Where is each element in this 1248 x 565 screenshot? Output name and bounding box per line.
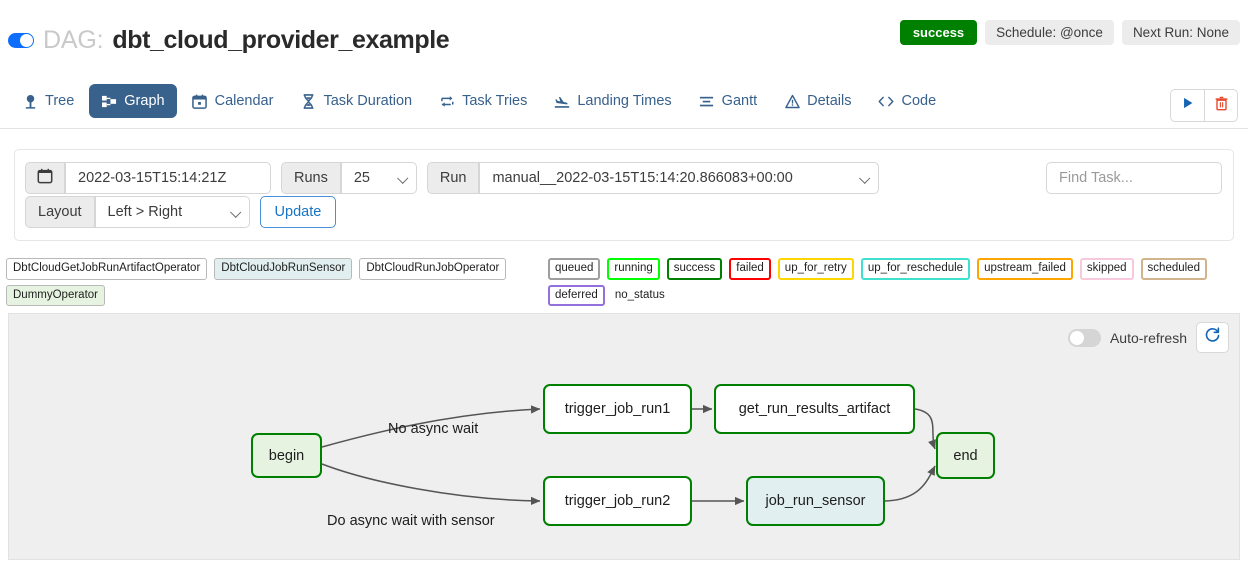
tab-label: Code — [901, 93, 937, 109]
refresh-button[interactable] — [1196, 322, 1229, 353]
edge-label-no-async-wait: No async wait — [388, 421, 479, 437]
layout-select[interactable]: Left > Right — [94, 196, 250, 228]
graph-edges — [321, 404, 936, 506]
tab-label: Tree — [45, 93, 75, 109]
state-chip-queued[interactable]: queued — [548, 258, 601, 280]
base-date-input[interactable]: 2022-03-15T15:14:21Z — [65, 162, 271, 194]
graph-toolbar: Auto-refresh — [1067, 322, 1229, 353]
tab-label: Landing Times — [577, 93, 672, 109]
operator-chip[interactable]: DummyOperator — [6, 284, 105, 306]
play-icon — [1181, 96, 1195, 115]
tab-task-tries[interactable]: Task Tries — [427, 84, 539, 118]
task-node-trigger-job-run1[interactable]: trigger_job_run1 — [543, 384, 692, 434]
trigger-dag-button[interactable] — [1170, 89, 1204, 122]
calendar-icon — [37, 168, 53, 188]
code-brackets-icon — [878, 93, 894, 109]
filter-row-layout: Layout Left > Right Update — [25, 196, 337, 228]
task-node-get-run-results-artifact[interactable]: get_run_results_artifact — [714, 384, 915, 434]
tab-gantt[interactable]: Gantt — [687, 84, 769, 118]
dag-action-buttons — [1170, 89, 1238, 122]
runs-count-select[interactable]: 25 — [340, 162, 417, 194]
state-chip-success[interactable]: success — [666, 258, 723, 280]
dag-prefix-label: DAG: — [43, 26, 104, 54]
task-node-end[interactable]: end — [936, 432, 995, 479]
operator-chip[interactable]: DbtCloudJobRunSensor — [214, 258, 353, 280]
task-node-label: job_run_sensor — [765, 493, 866, 509]
auto-refresh-label: Auto-refresh — [1109, 329, 1187, 346]
calendar-picker-button[interactable] — [25, 162, 65, 194]
header-badges: success Schedule: @once Next Run: None — [899, 20, 1240, 45]
tab-landing-times[interactable]: Landing Times — [542, 84, 683, 118]
plane-landing-icon — [554, 93, 570, 109]
task-node-job-run-sensor[interactable]: job_run_sensor — [746, 476, 885, 526]
layout-label: Layout — [25, 196, 95, 228]
tab-label: Gantt — [721, 93, 758, 109]
status-badge: success — [899, 20, 978, 45]
legend-zone: DbtCloudGetJobRunArtifactOperator DbtClo… — [0, 258, 1248, 308]
hourglass-icon — [300, 93, 316, 109]
state-chip-up-for-retry[interactable]: up_for_retry — [777, 258, 854, 280]
dag-header: DAG: dbt_cloud_provider_example success … — [0, 0, 1248, 68]
operator-chip[interactable]: DbtCloudGetJobRunArtifactOperator — [6, 258, 208, 280]
view-tabs-bar: Tree Graph Calendar Task Duration — [0, 84, 1248, 129]
tab-task-duration[interactable]: Task Duration — [288, 84, 424, 118]
schedule-badge: Schedule: @once — [985, 20, 1114, 45]
tab-label: Calendar — [214, 93, 274, 109]
tab-calendar[interactable]: Calendar — [180, 84, 286, 118]
refresh-icon — [1204, 326, 1221, 349]
retry-icon — [439, 93, 455, 109]
edge-label-do-async-wait: Do async wait with sensor — [327, 513, 495, 529]
dag-title-area: DAG: dbt_cloud_provider_example — [8, 26, 450, 55]
auto-refresh-toggle[interactable] — [1067, 328, 1101, 347]
view-tabs: Tree Graph Calendar Task Duration — [10, 84, 948, 118]
task-node-label: trigger_job_run2 — [564, 493, 671, 509]
state-chip-upstream-failed[interactable]: upstream_failed — [977, 258, 1073, 280]
task-node-label: trigger_job_run1 — [564, 401, 671, 417]
update-button[interactable]: Update — [259, 196, 337, 228]
tab-code[interactable]: Code — [866, 84, 948, 118]
task-node-label: begin — [268, 447, 305, 464]
tree-icon — [22, 93, 38, 109]
graph-canvas[interactable]: Auto-refresh — [8, 313, 1240, 560]
state-chip-no-status: no_status — [614, 288, 665, 301]
run-filter-panel: 2022-03-15T15:14:21Z Runs 25 Run manual_… — [14, 149, 1234, 241]
tab-details[interactable]: Details — [772, 84, 863, 118]
state-chip-deferred[interactable]: deferred — [548, 284, 605, 306]
tab-label: Task Duration — [323, 93, 413, 109]
tab-label: Task Tries — [462, 93, 528, 109]
operator-chip[interactable]: DbtCloudRunJobOperator — [359, 258, 507, 280]
filter-row-primary: 2022-03-15T15:14:21Z Runs 25 Run manual_… — [25, 162, 880, 194]
task-node-label: get_run_results_artifact — [738, 401, 891, 417]
trash-icon — [1214, 96, 1229, 116]
run-select[interactable]: manual__2022-03-15T15:14:20.866083+00:00 — [479, 162, 880, 194]
calendar-icon — [192, 93, 208, 109]
page-title: dbt_cloud_provider_example — [112, 26, 450, 54]
gantt-icon — [699, 93, 715, 109]
alert-triangle-icon — [784, 93, 800, 109]
tab-graph[interactable]: Graph — [89, 84, 177, 118]
task-node-label: end — [953, 447, 978, 464]
tab-label: Details — [807, 93, 852, 109]
find-task-input[interactable]: Find Task... — [1046, 162, 1222, 194]
pause-toggle-icon[interactable] — [8, 33, 34, 48]
task-node-begin[interactable]: begin — [251, 433, 322, 478]
graph-icon — [101, 93, 117, 109]
tab-label: Graph — [124, 93, 165, 109]
state-chip-scheduled[interactable]: scheduled — [1140, 258, 1207, 280]
operator-legend: DbtCloudGetJobRunArtifactOperator DbtClo… — [6, 258, 536, 306]
state-chip-up-for-reschedule[interactable]: up_for_reschedule — [860, 258, 971, 280]
state-chip-running[interactable]: running — [607, 258, 660, 280]
next-run-badge: Next Run: None — [1121, 20, 1240, 45]
delete-dag-button[interactable] — [1204, 89, 1238, 122]
runs-label: Runs — [281, 162, 341, 194]
task-node-trigger-job-run2[interactable]: trigger_job_run2 — [543, 476, 692, 526]
tab-tree[interactable]: Tree — [10, 84, 86, 118]
state-chip-failed[interactable]: failed — [729, 258, 771, 280]
state-legend: queued running success failed up_for_ret… — [548, 258, 1242, 306]
state-chip-skipped[interactable]: skipped — [1079, 258, 1134, 280]
run-label: Run — [426, 162, 480, 194]
